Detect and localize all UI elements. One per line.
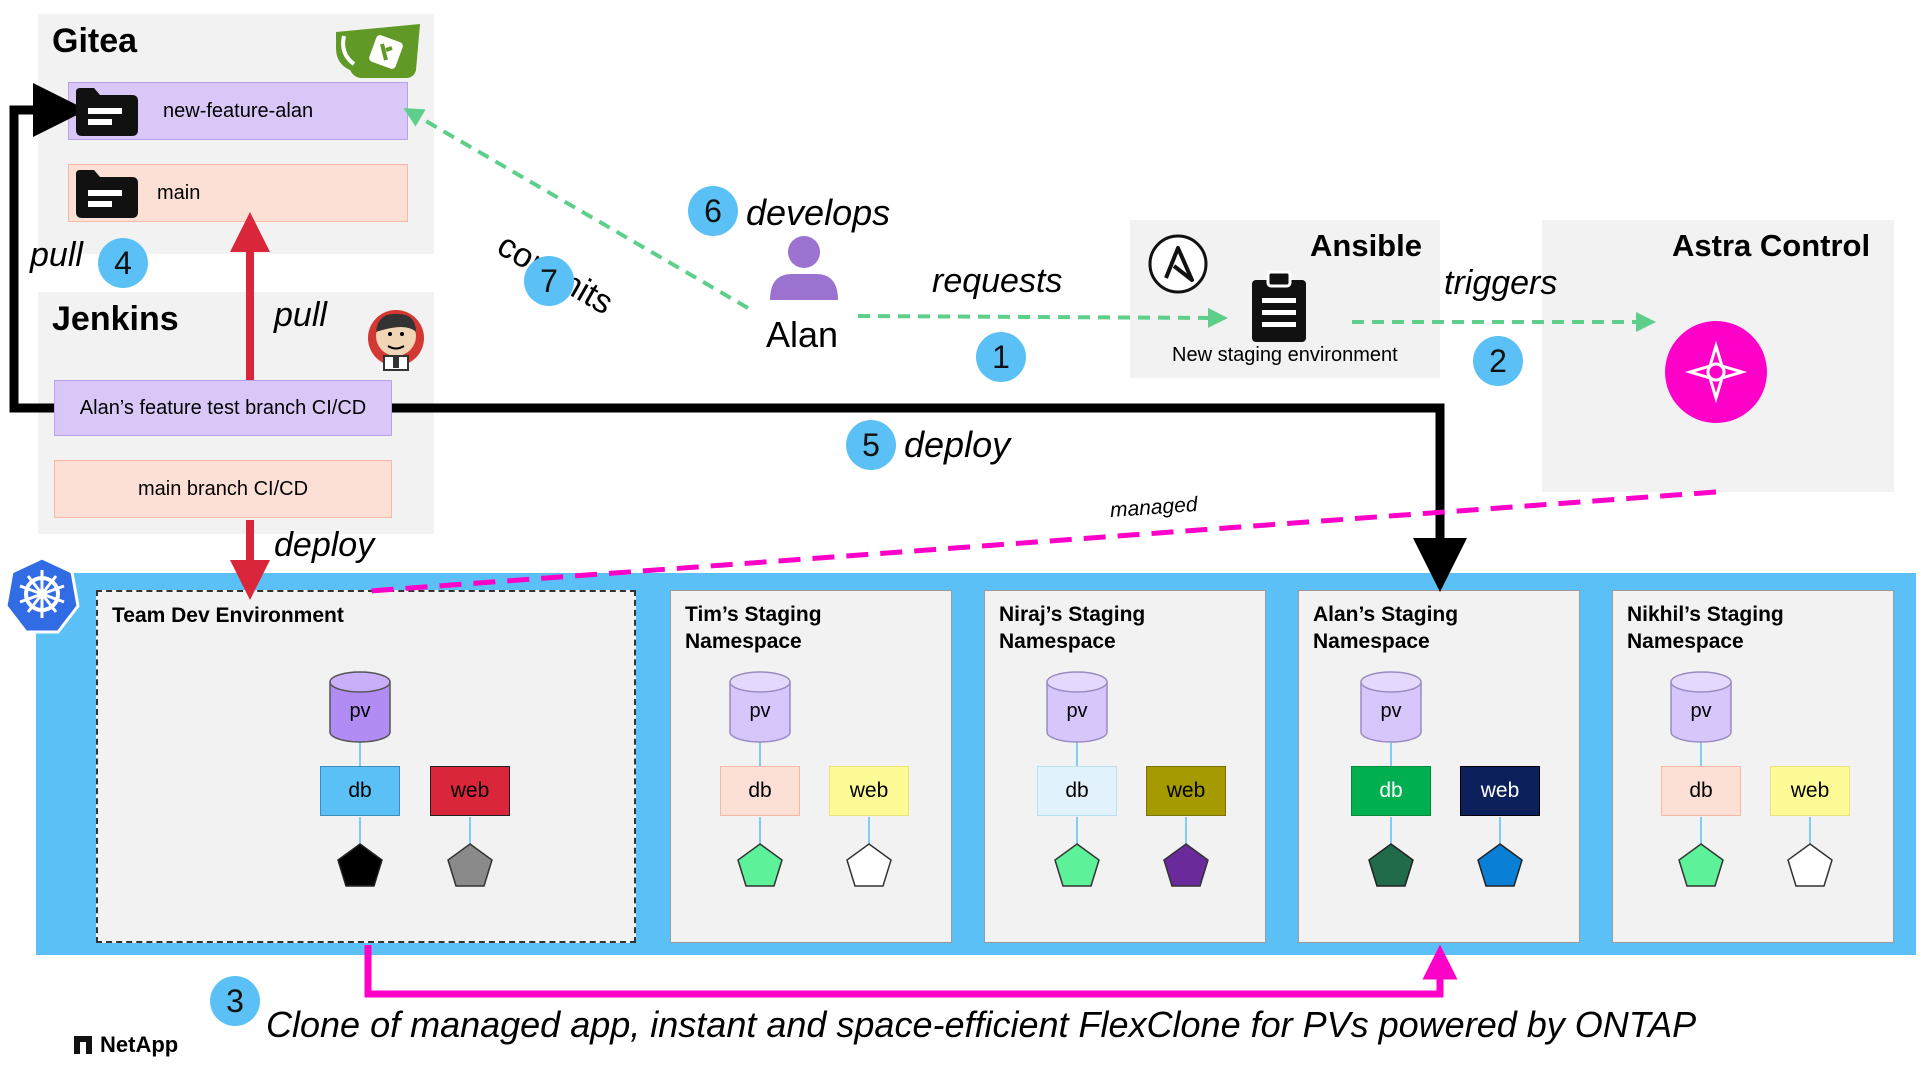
web-box: web bbox=[1460, 766, 1540, 816]
web-box: web bbox=[829, 766, 909, 816]
step-badge-7: 7 bbox=[524, 256, 574, 306]
pv-label: pv bbox=[749, 700, 771, 722]
app-stack-niraj bbox=[1046, 671, 1209, 887]
netapp-logo-icon bbox=[74, 1036, 92, 1054]
ansible-job-label: New staging environment bbox=[1172, 344, 1398, 366]
step-badge-1: 1 bbox=[976, 332, 1026, 382]
folder-icon bbox=[76, 170, 138, 218]
ansible-title: Ansible bbox=[1310, 228, 1422, 263]
step-badge-4: 4 bbox=[98, 238, 148, 288]
web-box: web bbox=[1770, 766, 1850, 816]
label-clone-caption: Clone of managed app, instant and space-… bbox=[266, 1004, 1697, 1045]
label-deploy-mid: deploy bbox=[274, 526, 375, 564]
db-box: db bbox=[1037, 766, 1117, 816]
arrow-pull-loop bbox=[9, 83, 87, 413]
pv-label: pv bbox=[1066, 700, 1088, 722]
app-stack-alan bbox=[1360, 671, 1523, 887]
namespace-title: Team Dev Environment bbox=[112, 604, 344, 627]
db-box: db bbox=[1661, 766, 1741, 816]
namespace-title: Tim’s Staging Namespace bbox=[685, 603, 822, 653]
app-stack-nikhil bbox=[1670, 671, 1833, 887]
arrow-commits bbox=[403, 107, 750, 310]
user-name: Alan bbox=[766, 314, 839, 355]
label-deploy-long: deploy bbox=[904, 424, 1011, 465]
netapp-logo: NetApp bbox=[100, 1032, 179, 1057]
db-box: db bbox=[720, 766, 800, 816]
label-requests: requests bbox=[932, 262, 1063, 300]
gitea-title: Gitea bbox=[52, 22, 138, 60]
ci-main-branch[interactable]: main branch CI/CD bbox=[54, 460, 392, 518]
gitea-logo-icon bbox=[336, 24, 420, 78]
branch-label: main bbox=[157, 181, 201, 204]
ansible-logo-icon bbox=[1148, 234, 1208, 294]
line-managed bbox=[369, 489, 1717, 594]
clipboard-icon bbox=[1252, 270, 1306, 342]
step-badge-6: 6 bbox=[688, 186, 738, 236]
pv-label: pv bbox=[1380, 700, 1402, 722]
pv-label: pv bbox=[349, 700, 371, 722]
step-badge-3: 3 bbox=[210, 976, 260, 1026]
label-pull-left: pull bbox=[30, 236, 83, 274]
astra-logo-icon bbox=[1665, 321, 1767, 423]
namespace-title: Alan’s Staging Namespace bbox=[1313, 603, 1459, 653]
step-badge-2: 2 bbox=[1473, 336, 1523, 386]
arrow-clone bbox=[364, 944, 1458, 998]
label-pull-mid: pull bbox=[274, 296, 327, 334]
kubernetes-logo-icon bbox=[4, 556, 80, 634]
namespace-title: Nikhil’s Staging Namespace bbox=[1627, 603, 1784, 653]
jenkins-logo-icon bbox=[368, 310, 424, 371]
user-icon bbox=[770, 236, 838, 300]
app-stack-tim bbox=[729, 671, 892, 887]
astra-title: Astra Control bbox=[1672, 228, 1871, 263]
jenkins-title: Jenkins bbox=[52, 300, 179, 338]
ci-label: main branch CI/CD bbox=[137, 477, 309, 500]
web-box: web bbox=[1146, 766, 1226, 816]
ci-label: Alan’s feature test branch CI/CD bbox=[79, 396, 367, 419]
namespace-title: Niraj’s Staging Namespace bbox=[999, 603, 1146, 653]
branch-label: new-feature-alan bbox=[163, 99, 314, 122]
web-box: web bbox=[430, 766, 510, 816]
app-stack-team-dev bbox=[329, 671, 493, 887]
pv-label: pv bbox=[1690, 700, 1712, 722]
arrow-requests bbox=[857, 307, 1228, 328]
ci-feature-branch[interactable]: Alan’s feature test branch CI/CD bbox=[54, 380, 392, 436]
step-badge-5: 5 bbox=[846, 420, 896, 470]
db-box: db bbox=[320, 766, 400, 816]
label-triggers: triggers bbox=[1444, 264, 1558, 302]
folder-icon bbox=[76, 88, 138, 136]
label-develops: develops bbox=[746, 192, 891, 233]
db-box: db bbox=[1351, 766, 1431, 816]
